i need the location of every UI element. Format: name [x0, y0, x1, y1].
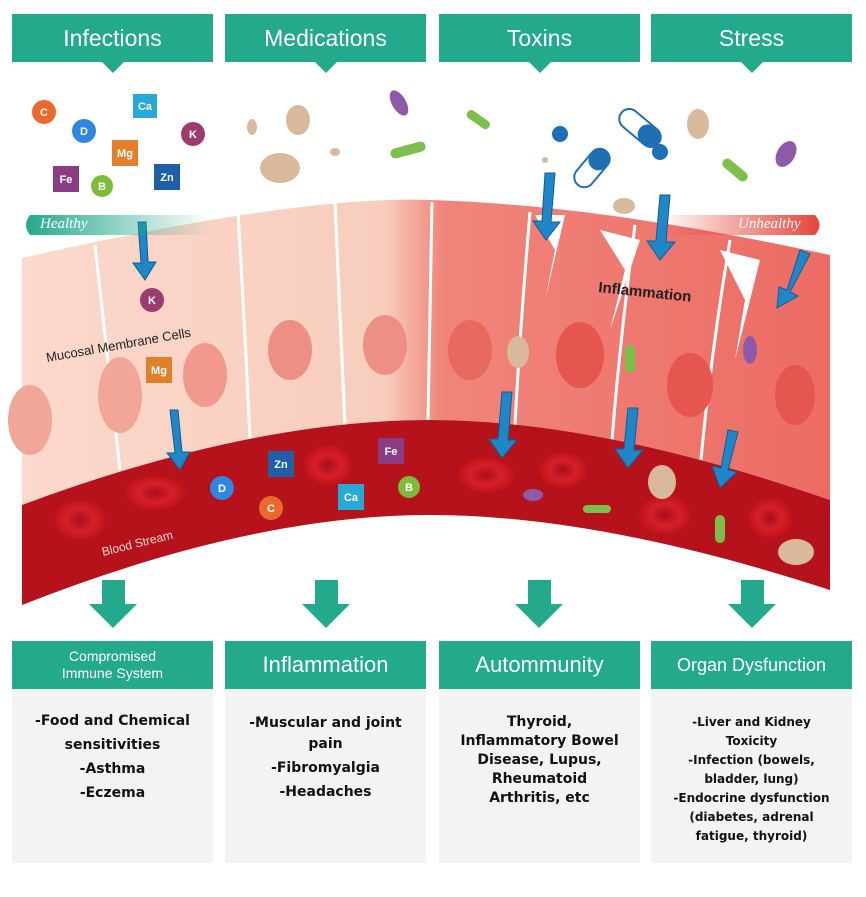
outcome-4-title: Organ Dysfunction [651, 641, 852, 689]
outcome-4-line: (diabetes, adrenal [689, 810, 814, 824]
outcome-1-body: -Food and Chemical sensitivities -Asthma… [12, 689, 213, 863]
nutrient-d: D [80, 126, 88, 138]
nutrient-k-2: K [148, 295, 156, 307]
header-medications: Medications [225, 14, 426, 73]
blue-arrows [132, 172, 811, 489]
healthy-label: Healthy [40, 216, 88, 232]
nutrient-d-2: D [218, 483, 226, 495]
nutrient-zn: Zn [160, 172, 174, 184]
nutrient-mg: Mg [117, 148, 133, 160]
outcome-2-body: -Muscular and joint pain -Fibromyalgia -… [225, 689, 426, 863]
header-infections: Infections [12, 14, 213, 73]
nutrient-b: B [98, 181, 106, 193]
header-stress: Stress [651, 14, 852, 73]
nutrient-ca-2: Ca [344, 492, 359, 504]
outcome-3-line: Inflammatory Bowel [460, 733, 619, 749]
outcome-4-line: bladder, lung) [704, 772, 799, 786]
nutrient-ca: Ca [138, 101, 153, 113]
nutrient-k: K [189, 129, 197, 141]
outcome-2-line: pain [308, 736, 343, 752]
outcome-3-line: Rheumatoid [491, 771, 588, 787]
outcome-3-line: Arthritis, etc [489, 790, 590, 806]
outcome-4-body: -Liver and Kidney Toxicity -Infection (b… [651, 689, 852, 863]
outcome-3-line: Thyroid, [506, 714, 573, 730]
outcome-3-title: Autommunity [439, 641, 640, 689]
header-toxins: Toxins [439, 14, 640, 73]
food-particles [247, 105, 814, 565]
red-blood-cells [54, 445, 792, 540]
outcome-2-line: -Fibromyalgia [271, 760, 380, 776]
outcome-1-title: Compromised Immune System [12, 641, 213, 689]
outcome-3-body: Thyroid, Inflammatory Bowel Disease, Lup… [439, 689, 640, 863]
nutrient-c: C [40, 107, 48, 119]
outcome-2-line: -Headaches [279, 784, 372, 800]
pills [552, 108, 668, 189]
gut-illustration: C D Ca K Mg Fe B Zn K Mg Zn Fe D C Ca B … [8, 90, 830, 628]
nutrient-zn-2: Zn [274, 459, 288, 471]
nutrient-fe-2: Fe [385, 446, 398, 458]
cell-gaps [535, 215, 760, 360]
outcome-3-line: Disease, Lupus, [477, 752, 602, 768]
green-arrows [89, 580, 776, 628]
outcome-1-line: -Eczema [79, 785, 146, 801]
nutrient-b-2: B [405, 482, 413, 494]
nutrient-c-2: C [267, 503, 275, 515]
unhealthy-bar [660, 215, 820, 235]
outcome-4-line: -Endocrine dysfunction [673, 791, 830, 805]
outcome-4-line: fatigue, thyroid) [695, 829, 808, 843]
nutrient-badges [32, 94, 420, 520]
outcome-4-line: -Liver and Kidney [692, 715, 811, 729]
outcome-2-line: -Muscular and joint [249, 715, 402, 731]
outcome-4-line: Toxicity [725, 734, 778, 748]
outcome-1-line: -Food and Chemical [35, 713, 190, 729]
outcome-4-line: -Infection (bowels, [688, 753, 815, 767]
outcome-1-line: sensitivities [64, 737, 161, 753]
nutrient-mg-2: Mg [151, 365, 167, 377]
nutrient-fe: Fe [60, 174, 73, 186]
outcome-2-title: Inflammation [225, 641, 426, 689]
healthy-bar [26, 215, 210, 235]
unhealthy-label: Unhealthy [738, 216, 801, 232]
outcome-1-line: -Asthma [79, 761, 146, 777]
microbes [389, 90, 797, 543]
cell-nuclei [8, 315, 815, 455]
